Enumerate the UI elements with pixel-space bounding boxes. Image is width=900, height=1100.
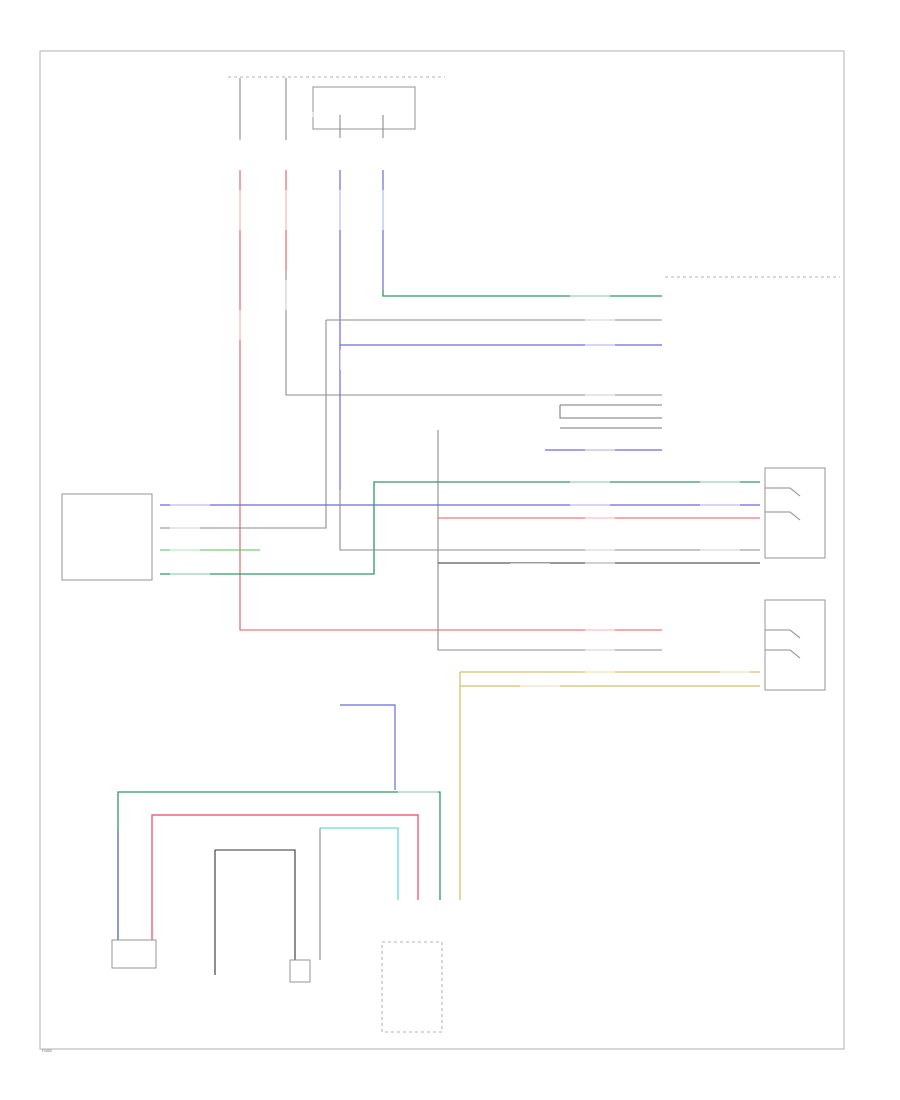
wire-gray-ground — [285, 270, 662, 396]
wire-green-top — [382, 290, 662, 297]
left-module — [61, 493, 153, 581]
right-sensor-box — [764, 599, 826, 691]
wire-cyan-lower — [320, 827, 399, 900]
power-distribution-center — [222, 66, 502, 140]
right-module-box — [764, 467, 826, 559]
small-sensor-box — [289, 959, 311, 983]
wire-gray-drop — [160, 320, 327, 529]
wire-black-lower — [214, 849, 296, 975]
diagram-frame — [39, 50, 845, 1050]
wire-green-lower — [117, 791, 441, 940]
wire-labels-top — [236, 190, 387, 340]
figure-id: F0680 — [42, 1049, 52, 1053]
wire-yellow-right — [459, 671, 760, 900]
wire-blue-lower — [340, 704, 396, 790]
wire-green-horiz — [160, 481, 760, 575]
bottom-module-box — [381, 941, 443, 1033]
temp-sensor-box — [111, 939, 157, 969]
wire-gray-mid — [339, 490, 760, 551]
wire-loop — [559, 404, 662, 429]
wire-labels-horizontal — [170, 294, 835, 735]
wire-pink-lower — [151, 814, 419, 940]
